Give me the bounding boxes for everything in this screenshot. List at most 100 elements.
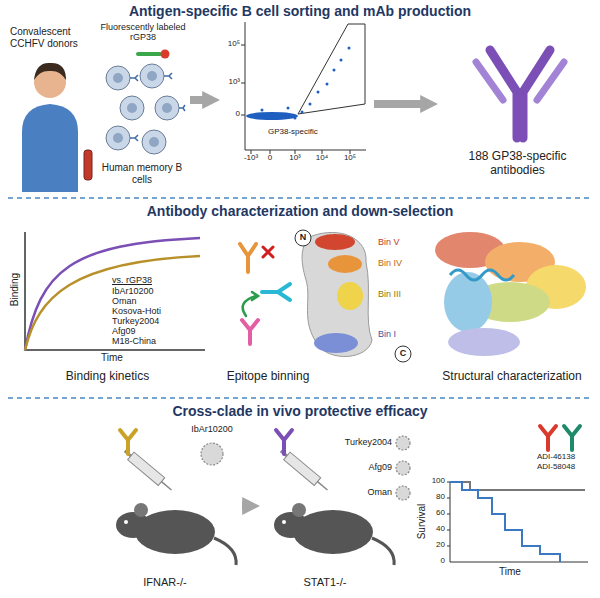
survival-plot [447,482,588,562]
syringe [128,452,165,485]
virus-particle [396,436,410,450]
b-cell-nucleus [147,71,157,81]
chart-label: 20 [426,541,445,550]
bin-label: Bin V [378,238,418,248]
bin-label: C [396,349,410,359]
gp38-surface [395,346,411,362]
axis-tick: 10³ [220,78,240,87]
b-cell-nucleus [113,71,172,147]
section-band: Cross-clade in vivo protective efficacyI… [0,400,600,598]
node-text: ADI-58048 [518,462,594,471]
mouse-figure [292,503,306,517]
mouse-figure [134,503,148,517]
b-cell [106,64,179,154]
section-band: Antigen-specific B cell sorting and mAb … [0,0,600,197]
donor-panel: Convalescent CCHFV donorsFluorescently l… [8,22,188,194]
b-cell-nucleus [162,103,172,113]
flow-plot [350,150,351,154]
b-cell-nucleus [149,137,159,147]
section-heading: Antigen-specific B cell sorting and mAb … [0,3,600,19]
axis-tick: 10⁵ [220,40,240,49]
binning-panel: Epitope binning [215,222,420,394]
survival-panel: ADI-46138ADI-58048 [425,418,598,594]
flow-plot [241,45,245,46]
survival-plot [447,482,450,546]
kinetics-plot [25,232,205,350]
gp38-surface [337,282,363,310]
survival-plot [447,498,450,499]
kinetics-plot [25,238,200,350]
section-band: Antibody characterization and down-selec… [0,200,600,397]
section-divider [8,197,592,199]
chart-label: Survival [416,497,427,547]
node-text: ADI-46138 [518,452,594,461]
gp38-surface [328,255,362,273]
epitope-antibodies [242,320,258,344]
flow-arrow [242,502,244,510]
donor-figure [22,63,92,192]
b-cell [106,66,130,90]
virus-particle [396,461,410,475]
b-cell-nucleus [113,133,123,143]
b-cell-receptor [164,73,172,79]
kinetics-plot [25,256,200,350]
section-divider [8,198,592,398]
axis-tick: 10⁵ [340,154,360,163]
flow-plot [241,45,350,154]
flow-plot-panel: GP38-specific [222,18,372,178]
bin-label: Bin IV [378,259,418,269]
donor-figure [84,150,92,180]
flow-plot [241,83,245,84]
virus-particle [201,443,223,465]
chart-label: vs. rGP38 [112,276,192,286]
kinetics-plot [25,232,205,350]
epitope-antibodies [262,284,290,300]
section-divider [8,397,592,399]
chart-label: 0 [426,557,445,566]
chart-label: Time [97,352,127,363]
bin-label: N [296,233,310,243]
fluorescent-probe [138,52,160,56]
kinetics-panel: Binding kinetics [8,222,208,394]
flow-arrow [190,96,204,104]
survival-plot [450,482,560,562]
flow-plot [287,107,290,110]
b-cell [120,96,144,120]
node-text: Human memory B cells [96,162,188,185]
flow-plot [241,22,366,154]
survival-plot [450,482,585,490]
structure-model [450,270,514,280]
node-text: 188 GP38-specific antibodies [445,150,590,178]
axis-tick: 0 [220,110,240,119]
gp38-surface [315,234,355,250]
b-cell-receptor [179,105,185,111]
bin-label: Bin I [378,330,418,340]
axis-tick: 10⁴ [312,154,332,163]
antibody-icon [564,426,580,450]
b-cell-nucleus [127,103,137,113]
node-text: IFNAR-/- [120,576,210,589]
chart-label: M18-China [112,337,192,347]
b-cell-receptor [130,135,138,141]
chart-label: Afg09 [112,327,192,337]
chart-label: 60 [426,509,445,518]
mouse-figure [116,512,150,538]
antibody-icon [276,430,292,454]
axis-tick: 10³ [285,154,305,163]
structure-model [448,328,520,356]
syringe [284,452,321,485]
virus-particle [201,436,410,500]
gp38-surface [295,230,411,362]
b-cell-receptor [130,75,138,81]
chart-label: IbAr10200 [112,287,192,297]
mouse-panel: Turkey2004Afg09OmanSTAT1-/- [262,418,415,594]
mouse-figure [116,503,394,565]
virus-particle [396,486,410,500]
epitope-antibodies [240,244,290,344]
flow-plot [301,111,304,114]
antibody-icon [476,62,564,100]
flow-arrow [374,100,422,108]
flow-plot [261,47,351,120]
